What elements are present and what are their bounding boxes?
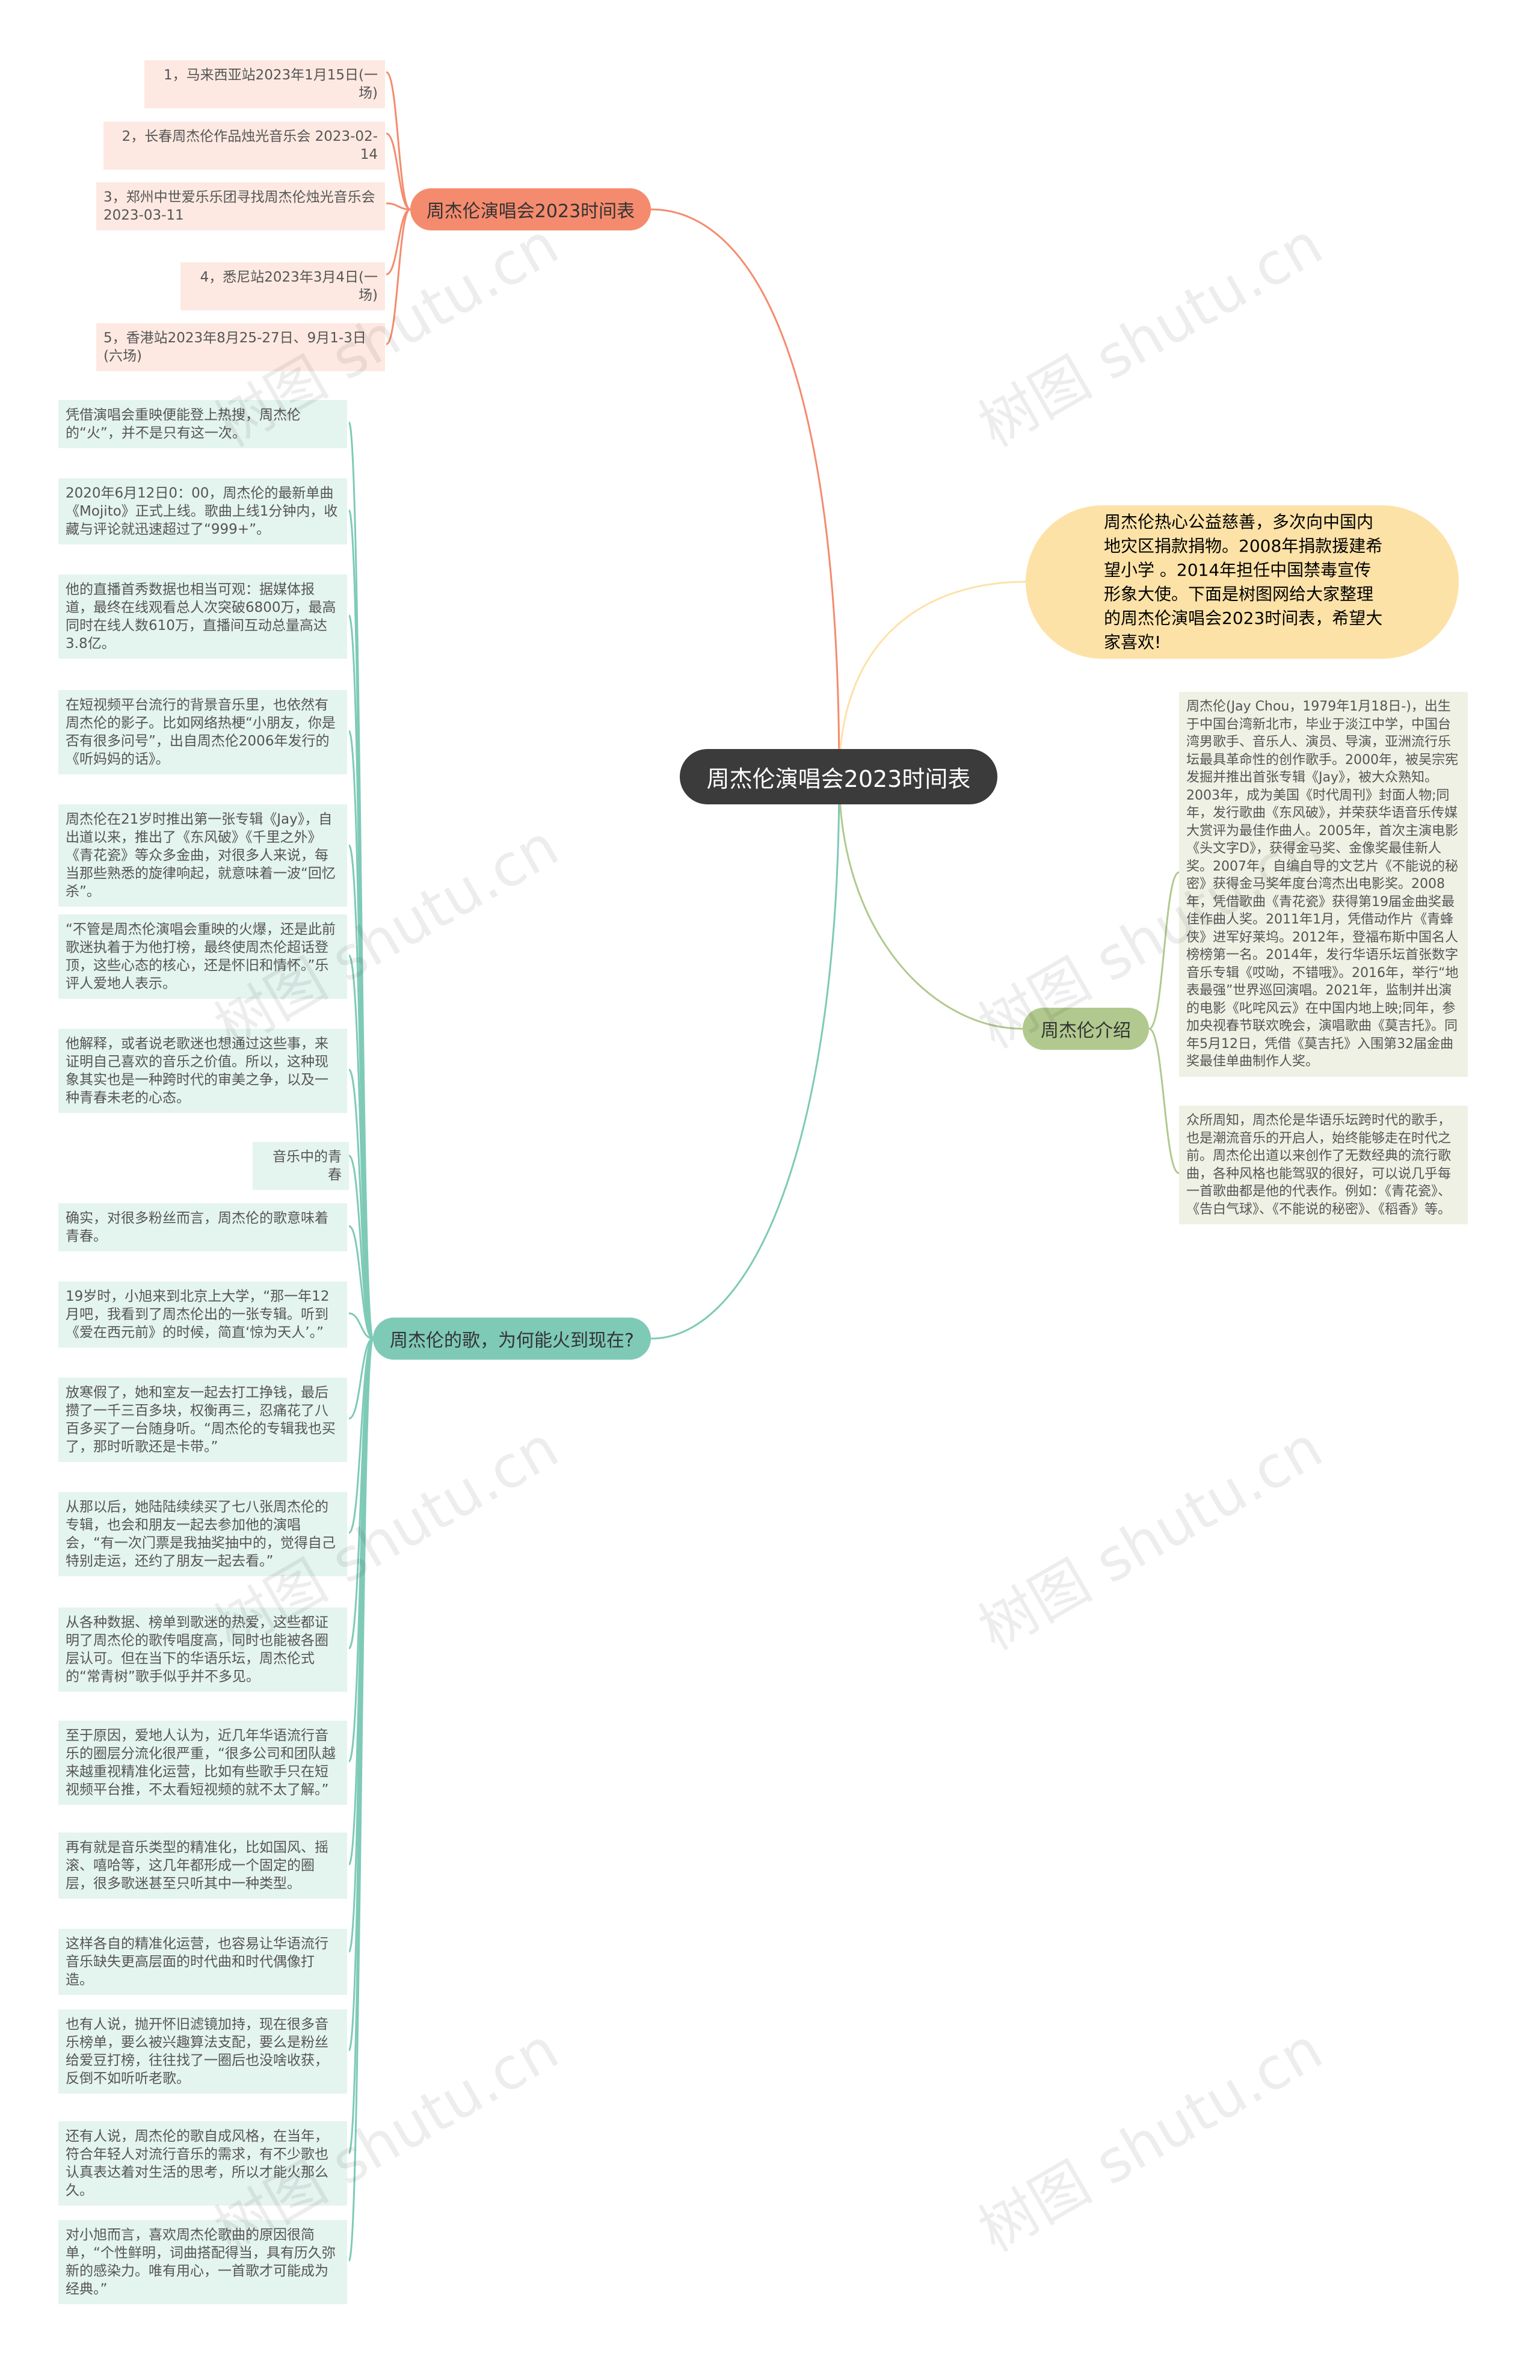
- songs-leaf[interactable]: 放寒假了，她和室友一起去打工挣钱，最后攒了一千三百多块，权衡再三，忍痛花了八百多…: [58, 1378, 347, 1462]
- songs-leaf[interactable]: “不管是周杰伦演唱会重映的火爆，还是此前歌迷执着于为他打榜，最终使周杰伦超话登顶…: [58, 914, 347, 999]
- songs-leaf[interactable]: 在短视频平台流行的背景音乐里，也依然有周杰伦的影子。比如网络热梗“小朋友，你是否…: [58, 690, 347, 774]
- songs-leaf[interactable]: 19岁时，小旭来到北京上大学，“那一年12月吧，我看到了周杰伦出的一张专辑。听到…: [58, 1281, 347, 1348]
- songs-leaf[interactable]: 凭借演唱会重映便能登上热搜，周杰伦的“火”，并不是只有这一次。: [58, 400, 347, 448]
- songs-leaf[interactable]: 周杰伦在21岁时推出第一张专辑《Jay》，自出道以来，推出了《东风破》《千里之外…: [58, 804, 347, 907]
- bio-leaf[interactable]: 众所周知，周杰伦是华语乐坛跨时代的歌手，也是潮流音乐的开启人，始终能够走在时代之…: [1179, 1106, 1468, 1224]
- songs-leaf[interactable]: 也有人说，抛开怀旧滤镜加持，现在很多音乐榜单，要么被兴趣算法支配，要么是粉丝给爱…: [58, 2009, 347, 2094]
- edge-songs-leaf: [348, 1155, 374, 1340]
- edge-root-songs: [650, 776, 840, 1340]
- songs-leaf[interactable]: 再有就是音乐类型的精准化，比如国风、摇滚、嘻哈等，这几年都形成一个固定的圈层，很…: [58, 1833, 347, 1899]
- songs-leaf[interactable]: 2020年6月12日0：00，周杰伦的最新单曲《Mojito》正式上线。歌曲上线…: [58, 478, 347, 544]
- edge-root-intro: [838, 581, 1026, 777]
- schedule-leaf[interactable]: 1，马来西亚站2023年1月15日(一场): [144, 60, 385, 108]
- branch-intro-label: 周杰伦热心公益慈善，多次向中国内地灾区捐款捐物。2008年捐款援建希望小学 。2…: [1104, 511, 1383, 652]
- root-topic[interactable]: 周杰伦演唱会2023时间表: [680, 749, 997, 804]
- bio-leaf[interactable]: 周杰伦(Jay Chou，1979年1月18日-)，出生于中国台湾新北市，毕业于…: [1179, 692, 1468, 1077]
- branch-intro[interactable]: 周杰伦热心公益慈善，多次向中国内地灾区捐款捐物。2008年捐款援建希望小学 。2…: [1026, 505, 1459, 659]
- edge-root-schedule: [650, 208, 840, 777]
- songs-leaf[interactable]: 他的直播首秀数据也相当可观：据媒体报道，最终在线观看总人次突破6800万，最高同…: [58, 575, 347, 659]
- schedule-leaf[interactable]: 5，香港站2023年8月25-27日、9月1-3日(六场): [96, 323, 385, 371]
- schedule-leaf[interactable]: 3，郑州中世爱乐乐团寻找周杰伦烛光音乐会 2023-03-11: [96, 182, 385, 230]
- schedule-leaf[interactable]: 4，悉尼站2023年3月4日(一场): [180, 262, 385, 310]
- edge-songs-leaf: [348, 1337, 374, 1420]
- branch-schedule-label: 周杰伦演唱会2023时间表: [426, 201, 635, 222]
- songs-leaf[interactable]: 确实，对很多粉丝而言，周杰伦的歌意味着青春。: [58, 1203, 347, 1251]
- songs-leaf[interactable]: 从各种数据、榜单到歌迷的热爱，这些都证明了周杰伦的歌传唱度高，同时也能被各圈层认…: [58, 1608, 347, 1692]
- edge-songs-leaf: [348, 1312, 374, 1340]
- branch-songs[interactable]: 周杰伦的歌，为何能火到现在?: [373, 1318, 651, 1360]
- songs-leaf[interactable]: 这样各自的精准化运营，也容易让华语流行音乐缺失更高层面的时代曲和时代偶像打造。: [58, 1929, 347, 1995]
- songs-leaf[interactable]: 还有人说，周杰伦的歌自成风格，在当年，符合年轻人对流行音乐的需求，有不少歌也认真…: [58, 2121, 347, 2206]
- songs-leaf[interactable]: 至于原因，爱地人认为，近几年华语流行音乐的圈层分流化很严重，“很多公司和团队越来…: [58, 1721, 347, 1805]
- edge-root-bio: [838, 776, 1023, 1030]
- songs-leaf[interactable]: 他解释，或者说老歌迷也想通过这些事，来证明自己喜欢的音乐之价值。所以，这种现象其…: [58, 1029, 347, 1113]
- schedule-leaf[interactable]: 2，长春周杰伦作品烛光音乐会 2023-02-14: [103, 122, 385, 170]
- songs-leaf[interactable]: 对小旭而言，喜欢周杰伦歌曲的原因很简单，“个性鲜明，词曲搭配得当，具有历久弥新的…: [58, 2220, 347, 2304]
- edge-songs-leaf: [348, 1337, 374, 2262]
- root-label: 周杰伦演唱会2023时间表: [706, 765, 971, 792]
- branch-bio-label: 周杰伦介绍: [1041, 1020, 1131, 1041]
- songs-leaf[interactable]: 从那以后，她陆陆续续买了七八张周杰伦的专辑，也会和朋友一起去参加他的演唱会，“有…: [58, 1492, 347, 1576]
- songs-leaf[interactable]: 音乐中的青春: [253, 1142, 349, 1190]
- branch-bio[interactable]: 周杰伦介绍: [1023, 1008, 1149, 1050]
- edge-songs-leaf: [348, 1225, 374, 1340]
- branch-schedule[interactable]: 周杰伦演唱会2023时间表: [410, 188, 651, 230]
- branch-songs-label: 周杰伦的歌，为何能火到现在?: [390, 1330, 634, 1351]
